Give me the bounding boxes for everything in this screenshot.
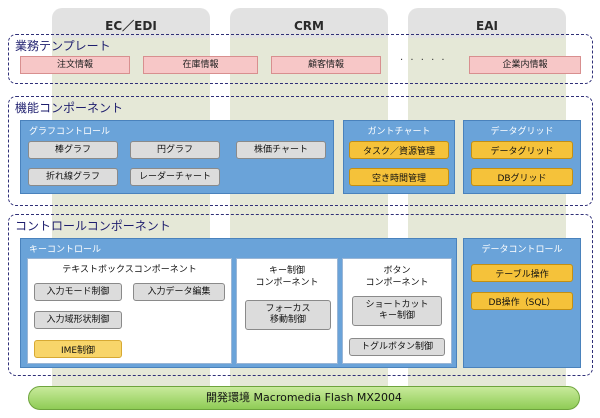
table-operation-button: テーブル操作 <box>471 264 573 282</box>
controls-section-title: コントロールコンポーネント <box>15 219 171 233</box>
db-operation-button: DB操作（SQL） <box>471 292 573 310</box>
input-mode-button: 入力モード制御 <box>34 283 122 301</box>
data-control-title: データコントロール <box>481 245 563 255</box>
toggle-button-control: トグルボタン制御 <box>349 338 445 356</box>
functions-section-title: 機能コンポーネント <box>15 101 124 115</box>
controls-section: コントロールコンポーネント <box>8 214 593 376</box>
template-customer-info: 顧客情報 <box>271 56 381 74</box>
templates-section: 業務テンプレート <box>8 34 593 84</box>
pie-graph-button: 円グラフ <box>130 141 220 159</box>
templates-section-title: 業務テンプレート <box>15 39 111 53</box>
key-control-title: キーコントロール <box>29 245 102 255</box>
gantt-chart-title: ガントチャート <box>367 127 431 137</box>
column-eai-label: EAI <box>476 19 498 33</box>
graph-control-title: グラフコントロール <box>29 127 111 137</box>
line-graph-button: 折れ線グラフ <box>28 168 118 186</box>
button-component-title-1: ボタン <box>383 266 411 276</box>
dev-environment-bar: 開発環境 Macromedia Flash MX2004 <box>28 386 580 410</box>
key-control-component-title-1: キー制御 <box>268 266 305 276</box>
radar-chart-button: レーダーチャート <box>130 168 220 186</box>
column-crm-label: CRM <box>294 19 324 33</box>
ime-control-button: IME制御 <box>34 340 122 358</box>
shortcut-key-line1: ショートカット <box>365 300 429 310</box>
focus-move-button: フォーカス 移動制御 <box>245 300 331 330</box>
data-grid-button: データグリッド <box>471 141 573 159</box>
column-ec-edi-label: EC／EDI <box>105 19 157 33</box>
shortcut-key-button: ショートカット キー制御 <box>352 296 442 326</box>
input-data-edit-button: 入力データ編集 <box>133 283 225 301</box>
db-grid-button: DBグリッド <box>471 168 573 186</box>
task-resource-button: タスク／資源管理 <box>349 141 449 159</box>
key-control-component-title-2: コンポーネント <box>255 278 319 288</box>
shortcut-key-line2: キー制御 <box>378 311 415 321</box>
button-component-title-2: コンポーネント <box>365 278 429 288</box>
functions-section: 機能コンポーネント <box>8 96 593 206</box>
bar-graph-button: 棒グラフ <box>28 141 118 159</box>
stock-chart-button: 株価チャート <box>236 141 326 159</box>
focus-move-line2: 移動制御 <box>269 315 306 325</box>
template-order-info: 注文情報 <box>20 56 130 74</box>
data-grid-title: データグリッド <box>490 127 554 137</box>
input-shape-button: 入力域形状制御 <box>34 311 122 329</box>
textbox-component-title: テキストボックスコンポーネント <box>62 265 197 275</box>
template-stock-info: 在庫情報 <box>143 56 258 74</box>
free-time-button: 空き時間管理 <box>349 168 449 186</box>
template-ellipsis: · · · · · <box>400 55 447 66</box>
focus-move-line1: フォーカス <box>265 304 311 314</box>
template-enterprise-info: 企業内情報 <box>469 56 581 74</box>
